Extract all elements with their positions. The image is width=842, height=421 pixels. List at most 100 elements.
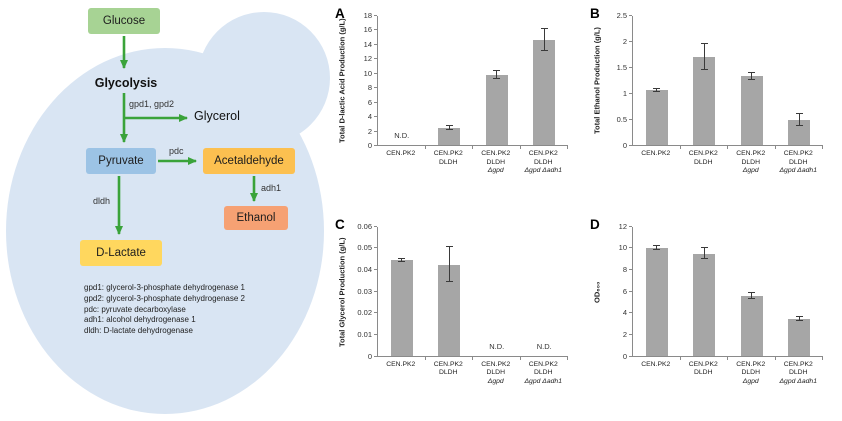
error-bar-cap (540, 28, 548, 30)
plot-area: N.D. (377, 16, 568, 149)
legend-line-gpd1: gpd1: glycerol-3-phosphate dehydrogenase… (84, 283, 246, 292)
y-axis-label: Total Ethanol Production (g/L) (592, 27, 602, 135)
bar (645, 90, 668, 145)
y-tick-label: 1 (622, 89, 627, 98)
y-tick-mark (374, 101, 377, 103)
error-bar-cap (748, 291, 756, 293)
y-tick-label: 0.5 (616, 115, 627, 124)
x-tick-mark (822, 145, 823, 149)
node-d-lactate: D-Lactate (80, 240, 162, 266)
error-bar-cap (700, 258, 708, 260)
abbreviation-legend: gpd1: glycerol-3-phosphate dehydrogenase… (84, 283, 245, 337)
error-bar-cap (493, 77, 501, 79)
bar (645, 248, 668, 356)
not-detected-label: N.D. (489, 341, 505, 351)
y-axis-label: Total Glycerol Production (g/L) (337, 236, 347, 347)
error-bar (751, 72, 753, 80)
y-tick-mark (374, 268, 377, 270)
error-bar-cap (748, 79, 756, 80)
x-tick-mark (519, 355, 521, 360)
y-tick-label: 6 (622, 286, 627, 296)
y-tick-label: 0.06 (357, 221, 372, 231)
y-axis-label: OD₆₀₀ (592, 280, 602, 303)
error-bar-cap (653, 90, 661, 92)
x-tick-mark (822, 355, 823, 360)
error-bar (448, 247, 450, 282)
y-tick-mark (629, 93, 632, 94)
y-tick-label: 4 (622, 308, 627, 318)
bar (788, 120, 811, 145)
metabolic-pathway-diagram: Glucose Glycolysis Glycerol Pyruvate Ace… (0, 0, 332, 421)
y-tick-label: 0.03 (357, 286, 372, 296)
error-bar (703, 43, 705, 70)
y-tick-label: 1.5 (616, 63, 627, 72)
edge-label-pdc: pdc (169, 146, 184, 156)
error-bar-cap (398, 260, 406, 262)
y-tick-label: 16 (363, 25, 372, 35)
node-glucose: Glucose (88, 8, 160, 34)
y-tick-mark (374, 312, 377, 314)
y-tick-mark (629, 312, 632, 314)
panel-letter-a: A (335, 6, 345, 21)
x-tick-mark (567, 145, 568, 149)
error-bar-cap (653, 87, 661, 89)
legend-line-gpd2: gpd2: glycerol-3-phosphate dehydrogenase… (84, 293, 246, 303)
y-tick-mark (629, 119, 632, 120)
error-bar-cap (653, 245, 661, 247)
error-bar-cap (445, 246, 453, 248)
bar (485, 74, 508, 145)
legend-line-dldh: dldh: D-lactate dehydrogenase (84, 326, 193, 336)
y-tick-label: 0 (622, 141, 627, 150)
y-tick-mark (374, 58, 377, 60)
y-tick-mark (629, 145, 632, 146)
error-bar (798, 113, 800, 127)
node-ethanol: Ethanol (224, 206, 288, 230)
x-tick-mark (727, 355, 728, 360)
yeast-cell-bud (198, 12, 330, 144)
x-tick-mark (727, 145, 728, 149)
y-tick-mark (629, 268, 632, 270)
error-bar (656, 246, 658, 251)
y-tick-mark (629, 15, 632, 16)
error-bar-cap (445, 128, 453, 130)
error-bar-cap (700, 42, 708, 44)
y-tick-mark (629, 290, 632, 292)
node-pyruvate: Pyruvate (86, 148, 156, 174)
y-tick-label: 2 (622, 329, 627, 339)
error-bar (448, 125, 450, 130)
y-tick-mark (374, 145, 377, 146)
x-tick-mark (424, 145, 426, 149)
error-bar (703, 248, 705, 260)
pathway-arrows (115, 36, 258, 235)
x-tick-mark (472, 355, 473, 360)
error-bar-cap (445, 124, 453, 126)
error-bar-cap (700, 68, 708, 70)
y-tick-label: 8 (622, 264, 627, 274)
y-tick-label: 0.01 (357, 329, 372, 339)
bar (533, 40, 556, 145)
y-tick-mark (374, 29, 377, 31)
y-tick-mark (374, 15, 377, 16)
bar (693, 56, 716, 145)
bar (438, 264, 461, 356)
y-tick-mark (374, 130, 377, 132)
plot-area (632, 16, 823, 149)
y-tick-label: 0.05 (357, 243, 372, 253)
edge-label-gpd1-gpd2: gpd1, gpd2 (129, 99, 175, 109)
error-bar-cap (795, 125, 803, 127)
y-tick-mark (629, 355, 632, 357)
x-category-label: CEN.PK2 (641, 150, 671, 157)
